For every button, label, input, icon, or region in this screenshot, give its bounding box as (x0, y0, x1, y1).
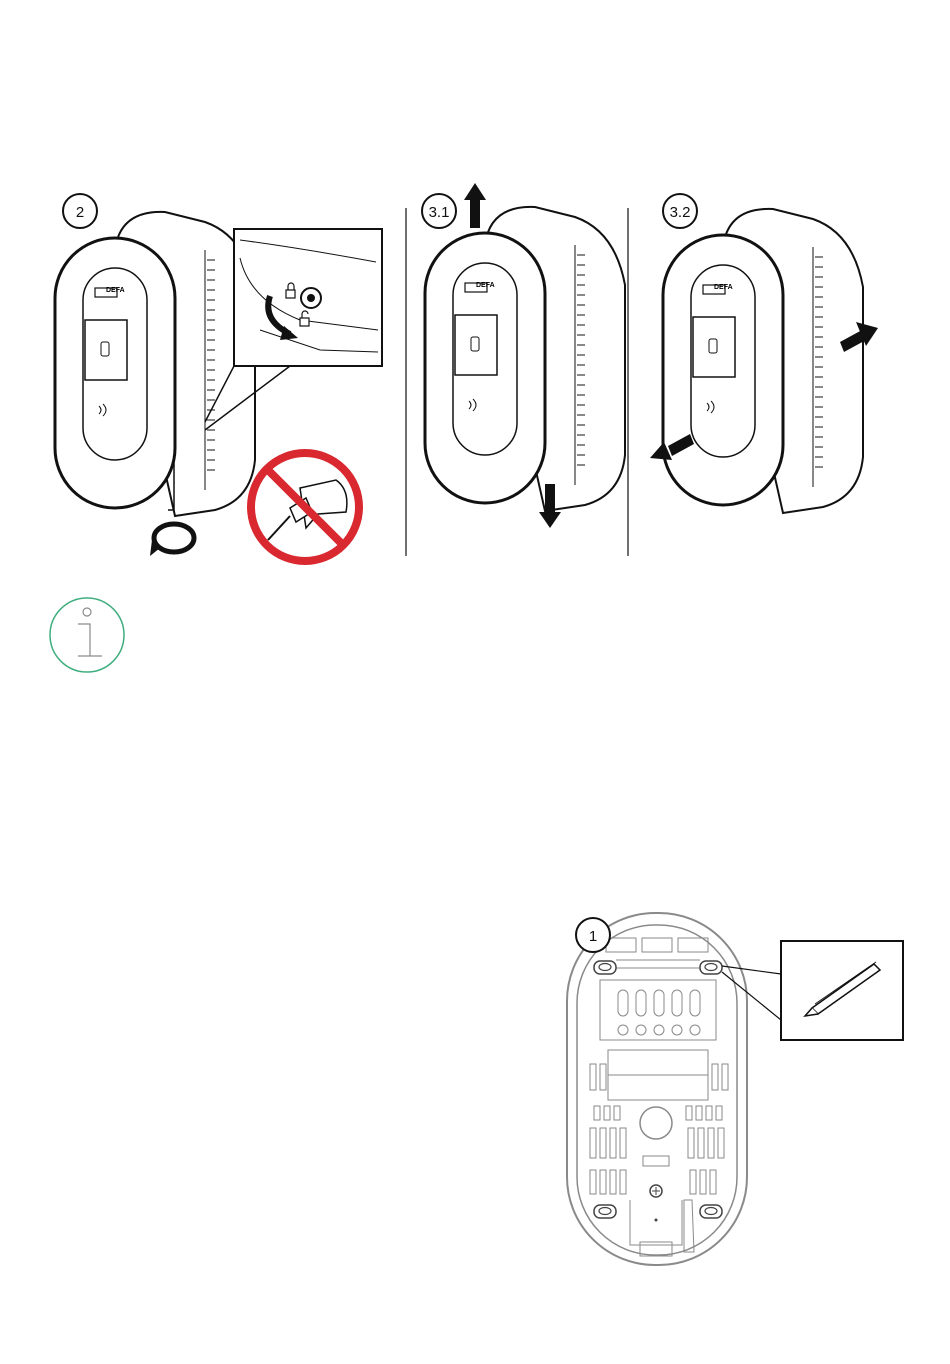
mounting-step-1: 1 (567, 913, 903, 1265)
no-drill-icon (251, 453, 359, 561)
charger-logo: DEFA (714, 284, 733, 291)
charger-logo: DEFA (476, 282, 495, 289)
charger-front-view (425, 207, 625, 511)
charger-logo: DEFA (106, 287, 125, 294)
step-2-panel: 2 DEFA (55, 194, 382, 561)
mount-step-1-label: 1 (589, 928, 597, 945)
step-3-1-panel: 3.1 DEFA (422, 183, 625, 528)
step-2-label: 2 (76, 204, 84, 221)
rotate-arrow-icon (150, 524, 194, 556)
arrow-up-icon (464, 183, 486, 228)
charger-front-view (663, 209, 863, 513)
step-3-1-label: 3.1 (429, 204, 450, 221)
info-icon (50, 598, 124, 672)
step-3-2-panel: 3.2 DEFA (650, 194, 878, 513)
step-3-2-label: 3.2 (670, 204, 691, 221)
charger-front-view (55, 212, 255, 516)
